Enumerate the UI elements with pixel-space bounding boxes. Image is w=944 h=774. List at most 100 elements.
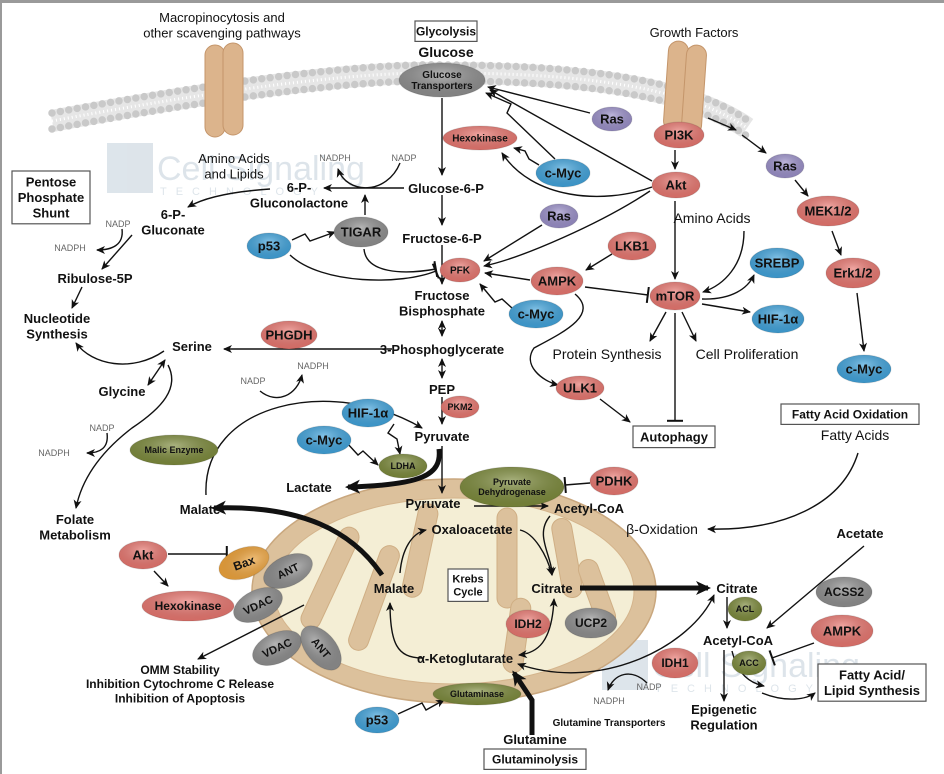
protein-label: Erk1/2 <box>833 266 872 281</box>
protein-label: HIF-1α <box>348 406 389 421</box>
arrow <box>397 699 445 715</box>
nadp-4-label: NADP <box>89 423 114 433</box>
arrow <box>707 452 859 534</box>
protein-label: ACSS2 <box>824 585 864 599</box>
box-label: Phosphate <box>18 190 84 205</box>
arrow <box>766 545 865 629</box>
oxaloacetate-label: Oxaloacetate <box>432 522 513 537</box>
malate-mito-label: Malate <box>374 581 414 596</box>
protein-ras-2: Ras <box>765 153 805 179</box>
acetate-label: Acetate <box>837 526 884 541</box>
gluconate-label: 6-P- <box>161 207 186 222</box>
protein-lkb1: LKB1 <box>607 231 657 261</box>
arrow <box>856 292 868 352</box>
macropinocytosis-label: Macropinocytosis and <box>159 10 285 25</box>
protein-label: PDHK <box>596 474 633 489</box>
akg-label: α-Ketoglutarate <box>417 651 513 666</box>
protein-label: AMPK <box>538 274 577 289</box>
protein-ant-2: ANT <box>300 625 342 671</box>
nadph-1-label: NADPH <box>319 153 351 163</box>
box-label: Krebs <box>452 573 483 585</box>
nadp-1-label: NADP <box>391 153 416 163</box>
folate-label: Folate <box>56 512 94 527</box>
ribulose-label: Ribulose-5P <box>57 271 132 286</box>
gluconolactone-label: Gluconolactone <box>250 195 348 210</box>
box-label: Glycolysis <box>416 24 476 38</box>
protein-ampk-1: AMPK <box>530 266 584 296</box>
arrow <box>197 604 305 660</box>
svg-text:Cell Signaling: Cell Signaling <box>157 150 365 188</box>
protein-akt-1: Akt <box>651 171 701 199</box>
arrow <box>346 442 379 466</box>
arrow <box>336 162 401 189</box>
nadph-3-label: NADPH <box>297 361 329 371</box>
arrows <box>71 85 868 735</box>
box-fao: Fatty Acid Oxidation <box>780 403 920 425</box>
protein-label: AMPK <box>823 624 862 639</box>
section-boxes: GlycolysisPentosePhosphateShuntAutophagy… <box>11 20 927 770</box>
arrow <box>147 359 166 386</box>
fructose-6p-label: Fructose-6-P <box>402 231 482 246</box>
protein-label: IDH2 <box>514 617 542 631</box>
protein-p53-1: p53 <box>246 232 292 260</box>
pyruvate-cyto-label: Pyruvate <box>415 429 470 444</box>
arrow <box>517 594 715 674</box>
protein-idh1: IDH1 <box>651 647 699 679</box>
arrow <box>794 179 809 197</box>
protein-label: mTOR <box>656 289 695 304</box>
acetyl-coa-mito-label: Acetyl-CoA <box>554 501 625 516</box>
protein-erk: Erk1/2 <box>825 257 881 289</box>
fbp-label: Bisphosphate <box>399 303 485 318</box>
arrow <box>701 303 751 315</box>
protein-label: Pyruvate <box>493 477 531 487</box>
protein-label: HIF-1α <box>758 312 799 327</box>
protein-label: p53 <box>258 239 280 254</box>
protein-cmyc-4: c-Myc <box>296 425 352 455</box>
nadp-3-label: NADP <box>240 376 265 386</box>
protein-label: Akt <box>666 178 688 193</box>
protein-cmyc-3: c-Myc <box>508 299 564 329</box>
arrow <box>259 374 304 399</box>
protein-hif-1: HIF-1α <box>751 304 805 334</box>
gluconolactone-label: 6-P- <box>287 180 312 195</box>
arrow <box>485 92 556 160</box>
nadph-5-label: NADPH <box>593 696 625 706</box>
arrow <box>479 283 513 309</box>
arrow <box>345 448 442 494</box>
protein-label: Glucose <box>422 70 462 81</box>
proteins: GlucoseTransportersHexokinaseRasc-MycPI3… <box>118 62 892 734</box>
protein-label: IDH1 <box>661 656 689 670</box>
protein-ldha: LDHA <box>378 453 428 479</box>
arrow <box>702 230 745 294</box>
nadph-4-label: NADPH <box>38 448 70 458</box>
box-label: Fatty Acid/ <box>839 667 905 682</box>
arrow <box>761 692 816 701</box>
inhibition-line <box>768 642 815 666</box>
protein-ras-1: Ras <box>591 106 633 132</box>
epigenetic-label: Epigenetic <box>691 702 757 717</box>
protein-label: PHGDH <box>266 328 313 343</box>
protein-label: Ras <box>773 159 797 174</box>
protein-label: Hexokinase <box>452 134 508 145</box>
protein-label: Akt <box>133 548 155 563</box>
malate-cyto-label: Malate <box>180 502 220 517</box>
protein-hif-2: HIF-1α <box>341 398 395 428</box>
protein-pi3k: PI3K <box>653 121 705 149</box>
arrow <box>831 230 842 256</box>
inhibition-line <box>584 286 650 304</box>
arrow <box>211 500 385 577</box>
protein-p53-2: p53 <box>354 706 400 734</box>
box-label: Fatty Acid Oxidation <box>792 407 908 421</box>
glucose-6p-label: Glucose-6-P <box>408 181 484 196</box>
box-label: Shunt <box>33 206 70 221</box>
epigenetic-label: Regulation <box>690 717 757 732</box>
arrow <box>153 570 169 587</box>
arrow <box>731 650 765 689</box>
amino-acids-lipids-label: and Lipids <box>204 166 264 181</box>
arrow <box>649 311 667 342</box>
protein-idh2: IDH2 <box>505 609 551 639</box>
fatty-acids-label: Fatty Acids <box>821 427 889 443</box>
box-label: Glutaminolysis <box>492 752 578 766</box>
arrow <box>701 274 755 300</box>
